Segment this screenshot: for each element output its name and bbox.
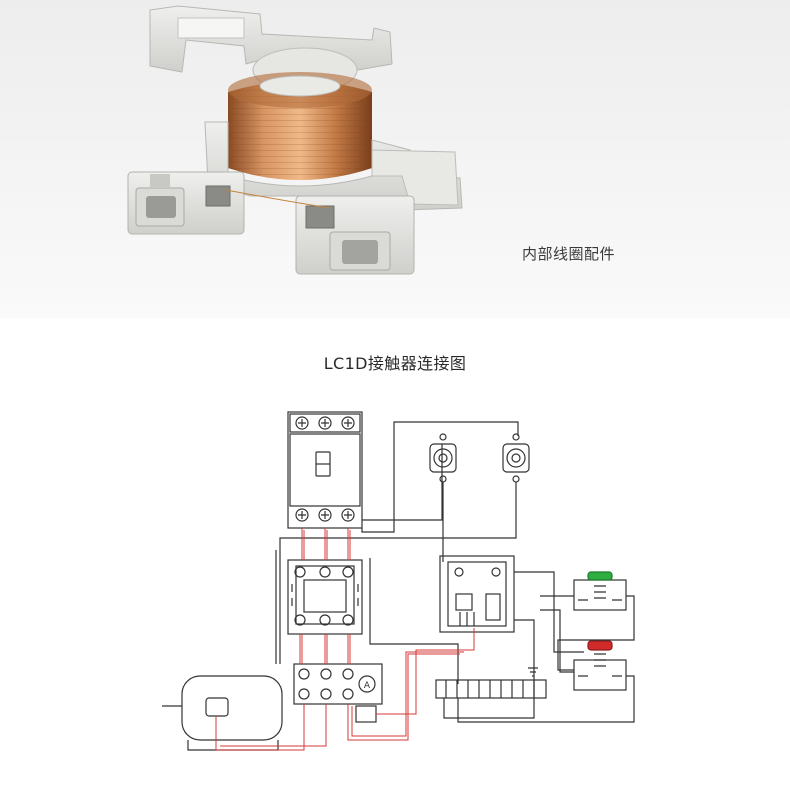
breaker-bottom-screw-icon	[295, 508, 355, 522]
right-terminal	[225, 189, 415, 275]
ammeter-icon	[358, 675, 376, 693]
motor	[162, 675, 283, 751]
indicator-lamp-2	[502, 433, 530, 483]
circuit-breaker	[287, 411, 363, 529]
coil-photo	[127, 5, 463, 275]
black-wires	[275, 421, 635, 723]
wiring-diagram-svg: A	[162, 411, 635, 751]
start-button	[573, 571, 627, 611]
thermal-relay	[439, 555, 515, 633]
wiring-diagram: A	[150, 400, 650, 770]
motor-terminal-block	[293, 663, 383, 723]
contactor	[287, 559, 363, 635]
red-wires	[215, 528, 475, 751]
terminal-strip	[435, 667, 547, 699]
copper-coil	[228, 72, 372, 180]
diagram-title: LC1D接触器连接图	[323, 354, 467, 373]
bobbin-base	[204, 121, 463, 211]
indicator-lamp-1	[429, 433, 457, 483]
photo-caption: 内部线圈配件	[522, 245, 616, 263]
breaker-top-screw-icon	[295, 416, 355, 430]
ammeter-label: A	[364, 681, 371, 691]
stop-button	[573, 640, 627, 691]
coil-photo-panel: 内部线圈配件	[0, 0, 790, 318]
left-terminal	[127, 171, 245, 235]
